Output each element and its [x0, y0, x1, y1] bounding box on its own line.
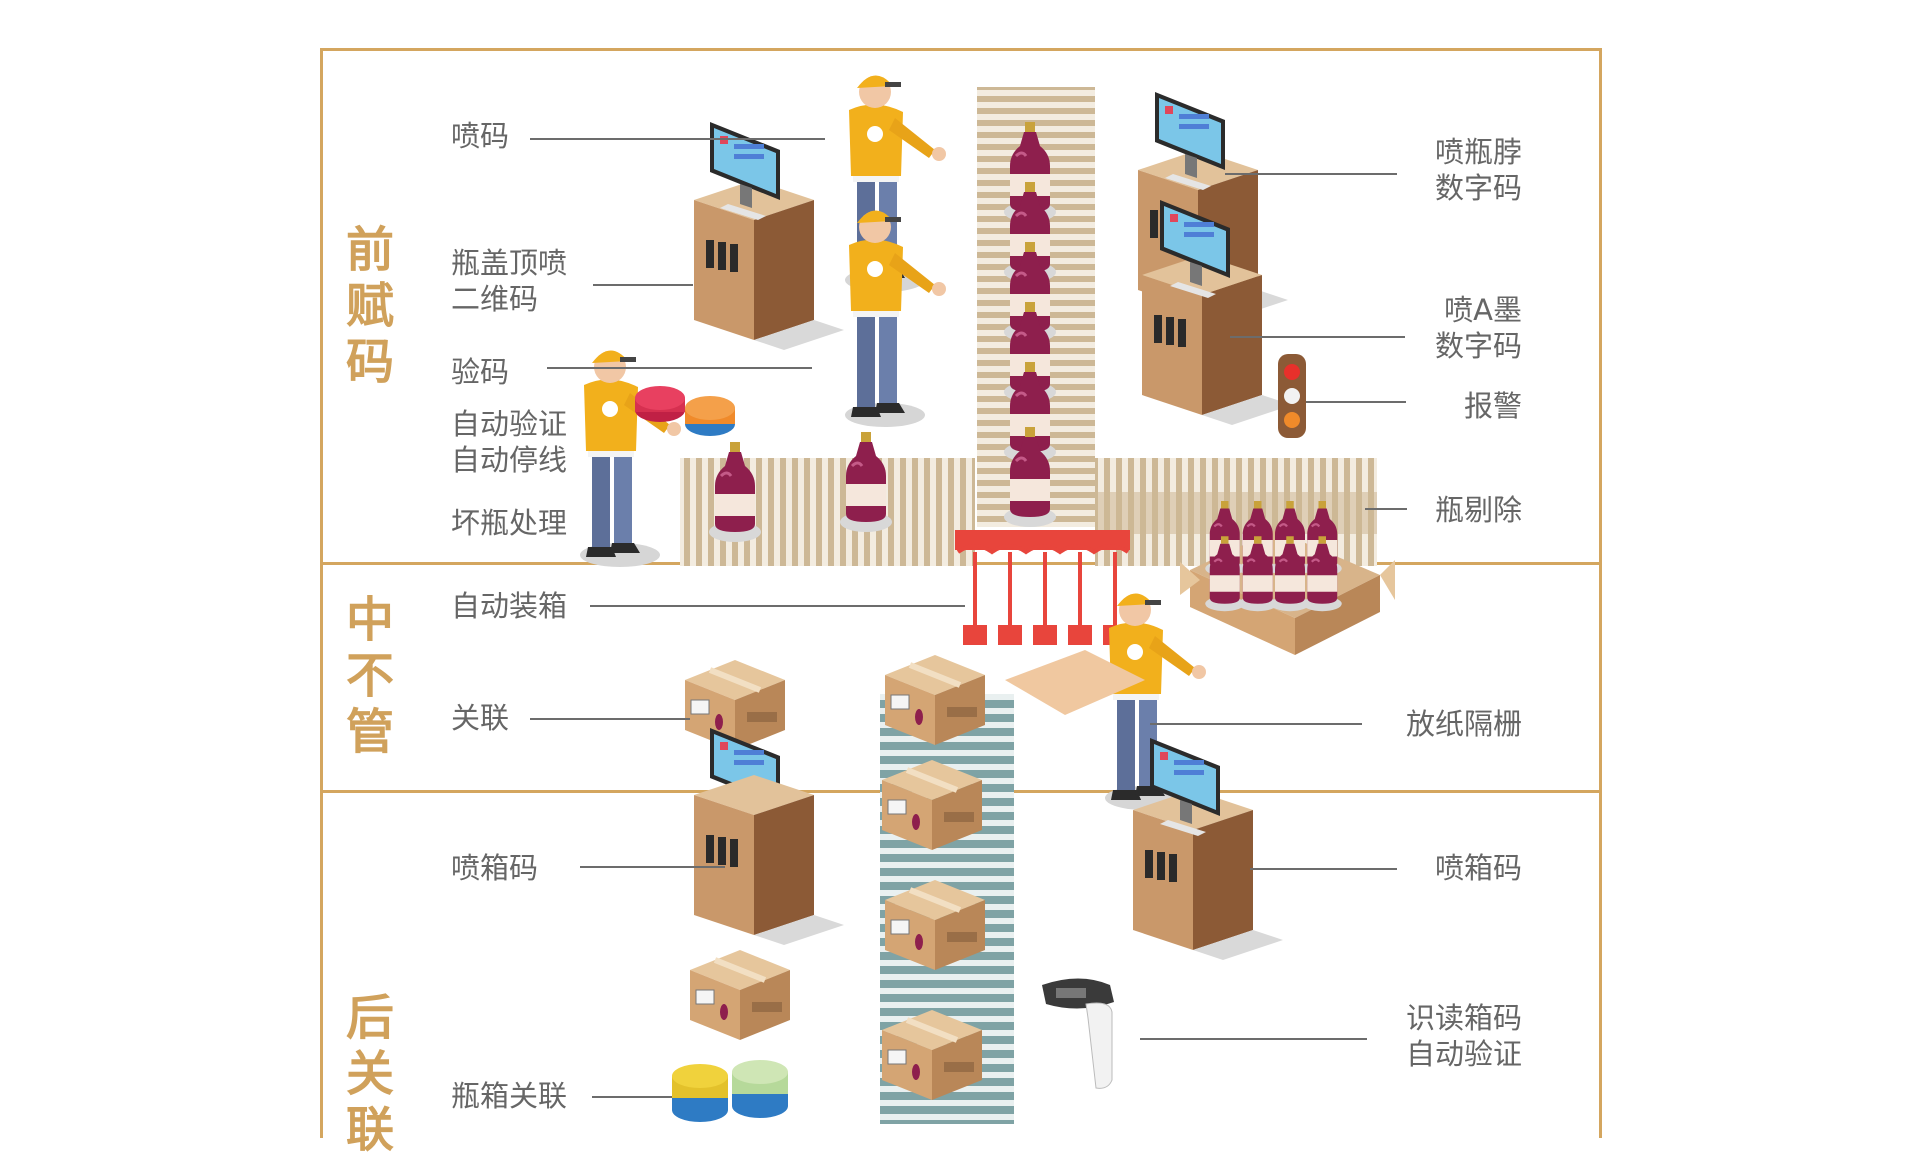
leader-line: [530, 718, 690, 720]
leader-line: [593, 284, 693, 286]
illustration: [580, 75, 1395, 1124]
production-line-diagram: 前 赋 码 中 不 管 后 关 联: [320, 48, 1602, 1158]
label-neck-digit: 喷瓶脖 数字码: [1390, 134, 1522, 206]
leader-line: [1150, 723, 1362, 725]
label-verify-code: 验码: [451, 355, 510, 389]
title-char: 中: [345, 592, 394, 648]
printer-cabinet-icon: [1142, 255, 1292, 425]
label-ink-digit: 喷A墨 数字码: [1390, 292, 1522, 364]
label-cap-top-qr: 瓶盖顶喷 二维码: [451, 245, 567, 317]
leader-line: [592, 1096, 672, 1098]
section-title-front: 前 赋 码: [340, 222, 400, 390]
leader-line: [1225, 173, 1397, 175]
label-paper-grid: 放纸隔栅: [1405, 707, 1522, 741]
label-line: 二维码: [451, 282, 539, 316]
label-bad-bottle: 坏瓶处理: [451, 506, 568, 540]
label-bottle-reject: 瓶剔除: [1434, 493, 1522, 527]
label-line: 喷A墨: [1444, 293, 1522, 327]
label-line: 识读箱码: [1405, 1001, 1522, 1035]
label-read-box-verify: 识读箱码 自动验证: [1360, 1000, 1522, 1072]
bottle-cap-icon: [672, 1060, 788, 1122]
label-line: 数字码: [1434, 171, 1522, 205]
title-char: 关: [345, 1046, 394, 1102]
label-associate: 关联: [451, 701, 510, 735]
section-title-middle: 中 不 管: [340, 592, 400, 760]
title-char: 赋: [345, 278, 394, 334]
label-auto-verify-stop: 自动验证 自动停线: [451, 406, 567, 478]
carton-icon: [690, 950, 790, 1040]
label-spray-code: 喷码: [451, 119, 510, 153]
leader-line: [1250, 868, 1397, 870]
label-auto-boxing: 自动装箱: [451, 589, 568, 623]
title-char: 前: [345, 222, 394, 278]
barcode-scanner-icon: [1042, 978, 1114, 1089]
leader-line: [547, 367, 812, 369]
bottle-cap-icon: [635, 386, 735, 436]
label-spray-box-code-left: 喷箱码: [451, 851, 539, 885]
title-char: 不: [345, 648, 394, 704]
label-line: 喷瓶脖: [1434, 135, 1522, 169]
label-line: 自动验证: [1405, 1037, 1522, 1071]
printer-cabinet-icon: [694, 775, 844, 945]
printer-cabinet-icon: [1133, 790, 1283, 960]
title-char: 码: [345, 334, 394, 390]
label-bottle-box-assoc: 瓶箱关联: [451, 1079, 568, 1113]
label-line: 瓶盖顶喷: [451, 246, 568, 280]
leader-line: [1365, 508, 1407, 510]
leader-line: [1306, 401, 1406, 403]
traffic-light-icon: [1278, 354, 1306, 438]
label-line: 自动停线: [451, 443, 568, 477]
leader-line: [1140, 1038, 1367, 1040]
label-alarm: 报警: [1463, 389, 1522, 423]
diagram-frame: [320, 48, 1602, 1138]
bottle-icon: [707, 440, 763, 544]
label-line: 数字码: [1434, 329, 1522, 363]
carton-icon: [685, 660, 785, 750]
label-line: 自动验证: [451, 407, 568, 441]
worker-icon: [580, 350, 681, 567]
paper-grid-sheet: [1005, 650, 1145, 715]
leader-line: [580, 866, 725, 868]
gripper-icon: [955, 530, 1130, 645]
title-char: 管: [345, 704, 394, 760]
leader-line: [530, 138, 825, 140]
title-char: 后: [345, 990, 394, 1046]
leader-line: [1230, 336, 1405, 338]
bottle-icon: [838, 430, 894, 534]
printer-cabinet-icon: [694, 180, 844, 350]
leader-line: [590, 605, 965, 607]
label-spray-box-code-right: 喷箱码: [1434, 851, 1522, 885]
